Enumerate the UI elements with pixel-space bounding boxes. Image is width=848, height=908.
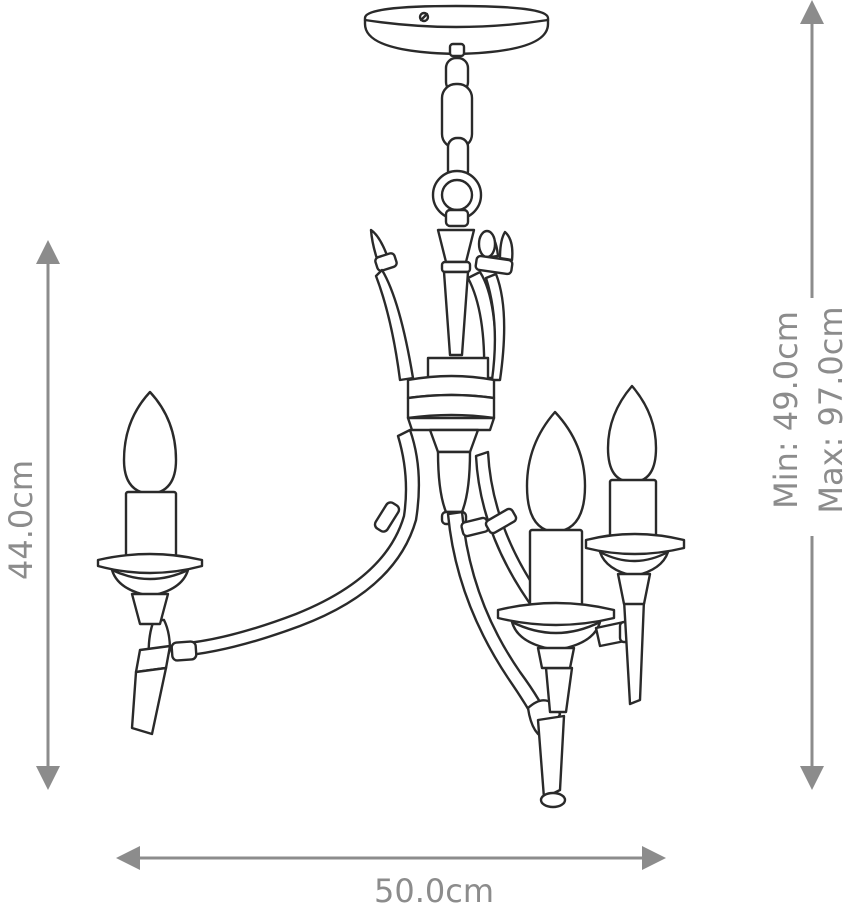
bamboo-tips — [369, 228, 514, 382]
drop-arrow-top — [800, 0, 824, 24]
front-arm — [446, 450, 574, 809]
width-arrow-right — [642, 846, 666, 870]
middle-candle — [496, 410, 616, 670]
suspension-chain — [431, 56, 483, 228]
central-stem — [436, 228, 476, 357]
right-arm — [594, 598, 646, 706]
middle-drip-cup — [496, 601, 616, 627]
right-drip-cup — [584, 532, 686, 556]
width-label: 50.0cm — [374, 872, 494, 908]
drop-max-label: Max: 97.0cm — [812, 306, 848, 513]
central-band — [406, 356, 496, 526]
width-dimension: 50.0cm — [116, 846, 666, 908]
width-arrow-left — [116, 846, 140, 870]
ceiling-canopy — [363, 4, 550, 58]
drop-dimension: Min: 49.0cm Max: 97.0cm — [767, 0, 848, 790]
left-arm — [130, 428, 421, 736]
drop-min-label: Min: 49.0cm — [767, 311, 805, 509]
left-flame-bulb — [122, 390, 178, 496]
drop-arrow-bottom — [800, 766, 824, 790]
right-flame-bulb — [606, 384, 658, 484]
middle-flame-bulb — [525, 410, 587, 534]
chandelier-illustration — [96, 4, 686, 809]
middle-candle-sleeve — [528, 528, 584, 616]
height-dimension: 44.0cm — [2, 240, 60, 790]
height-arrow-bottom — [36, 766, 60, 790]
right-candle — [584, 384, 686, 606]
height-label: 44.0cm — [2, 460, 40, 580]
left-drip-cup — [96, 552, 204, 575]
height-arrow-top — [36, 240, 60, 264]
left-candle — [96, 390, 204, 626]
